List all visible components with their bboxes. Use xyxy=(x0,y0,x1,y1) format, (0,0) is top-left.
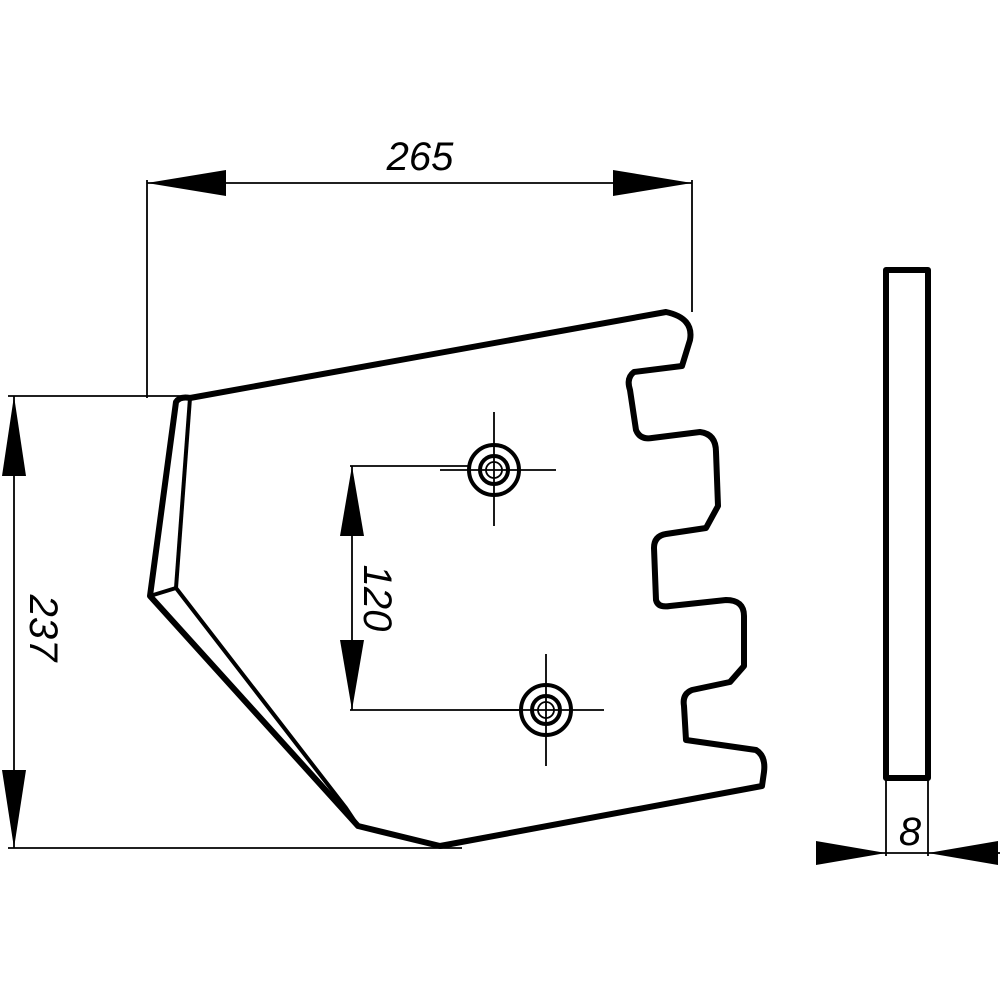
dimension-thickness: 8 xyxy=(816,810,1000,865)
arrowhead xyxy=(816,841,886,865)
dimension-height: 237 xyxy=(2,395,462,849)
bolt-hole-upper xyxy=(440,412,556,526)
dimension-height-label: 237 xyxy=(21,594,65,663)
arrowhead xyxy=(340,466,364,536)
arrowhead xyxy=(147,170,226,196)
blade-outline xyxy=(147,309,768,849)
side-view-outline xyxy=(883,267,931,781)
dimension-hole-spacing-label: 120 xyxy=(355,565,399,632)
bevel-edge-corner xyxy=(149,586,177,598)
blade-side-view xyxy=(883,267,931,856)
arrowhead xyxy=(2,396,26,476)
dimension-thickness-label: 8 xyxy=(899,810,922,854)
arrowhead xyxy=(928,841,998,865)
bevel-edge-top xyxy=(174,397,192,589)
arrowhead xyxy=(613,170,692,196)
bevel-edge-bottom xyxy=(174,586,360,828)
arrowhead xyxy=(2,770,26,848)
blade-front-view xyxy=(147,309,768,849)
dimension-width: 265 xyxy=(146,135,693,398)
arrowhead xyxy=(340,640,364,710)
dimension-width-label: 265 xyxy=(386,135,454,179)
dimension-hole-spacing: 120 xyxy=(340,465,522,711)
